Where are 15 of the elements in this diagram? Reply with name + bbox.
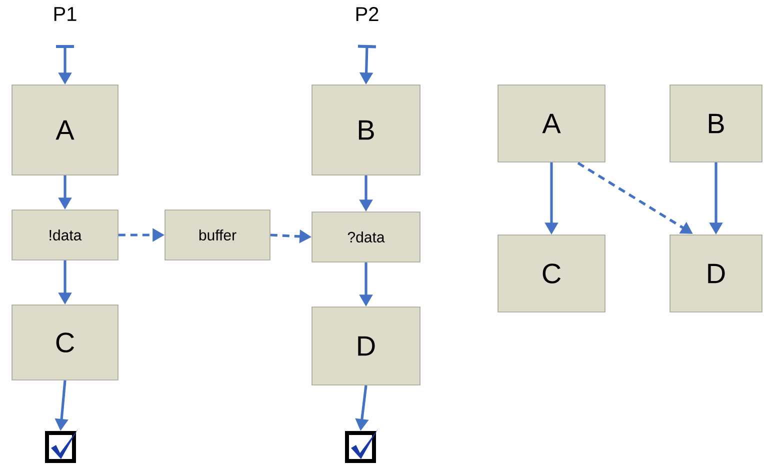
checkbox-icon [45,429,78,463]
process-label: P2 [356,7,378,21]
process-box: D [312,306,420,386]
process-box: A [12,84,118,176]
process-box: D [670,234,762,312]
process-box: A [498,84,606,162]
process-box: C [498,234,606,312]
process-box: ?data [312,212,420,262]
checkbox-icon [345,429,378,463]
process-label: P1 [54,7,76,21]
process-box: B [312,84,420,176]
process-box: C [12,304,118,380]
process-box: !data [12,210,118,260]
process-box: B [670,84,762,162]
process-box: buffer [164,210,270,260]
